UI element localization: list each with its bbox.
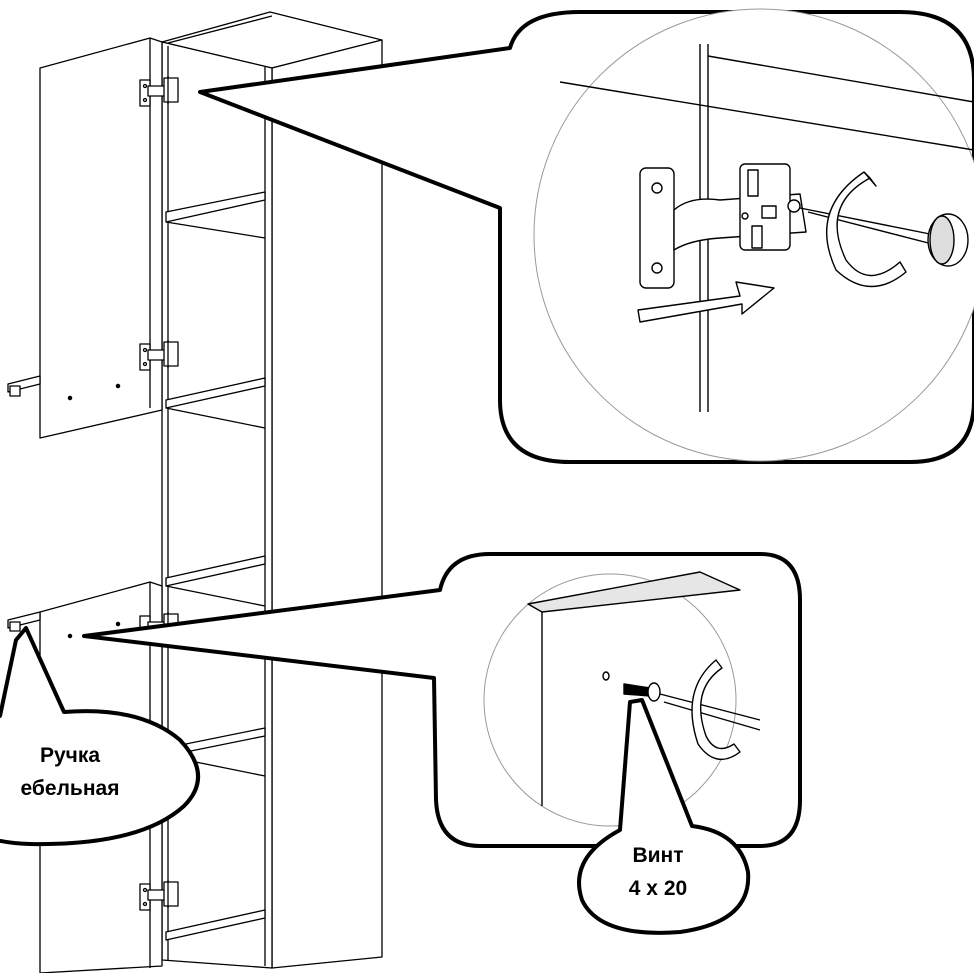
handle-label: Ручка ебельная — [0, 740, 180, 805]
push-arrow-icon — [637, 281, 775, 323]
handle-upper — [7, 375, 41, 397]
handle-label-line1: Ручка — [39, 744, 101, 767]
handle-label-bubble — [0, 626, 200, 847]
handle-lower — [7, 611, 41, 632]
screw-icon — [623, 682, 661, 702]
cabinet — [161, 11, 383, 969]
rotation-arrow-icon — [825, 171, 907, 288]
screw-label-line2: 4 x 20 — [628, 876, 688, 900]
callout-screw — [82, 552, 802, 848]
callout-hinge — [198, 8, 974, 464]
shelves — [165, 191, 266, 941]
screw-label-bubble — [577, 698, 751, 935]
screw-label-line1: Винт — [632, 844, 684, 867]
screwdriver-icon — [659, 693, 761, 731]
handle-label-line2: ебельная — [20, 776, 120, 800]
screwdriver-icon — [799, 207, 969, 267]
screw-label: Винт 4 x 20 — [598, 840, 718, 905]
